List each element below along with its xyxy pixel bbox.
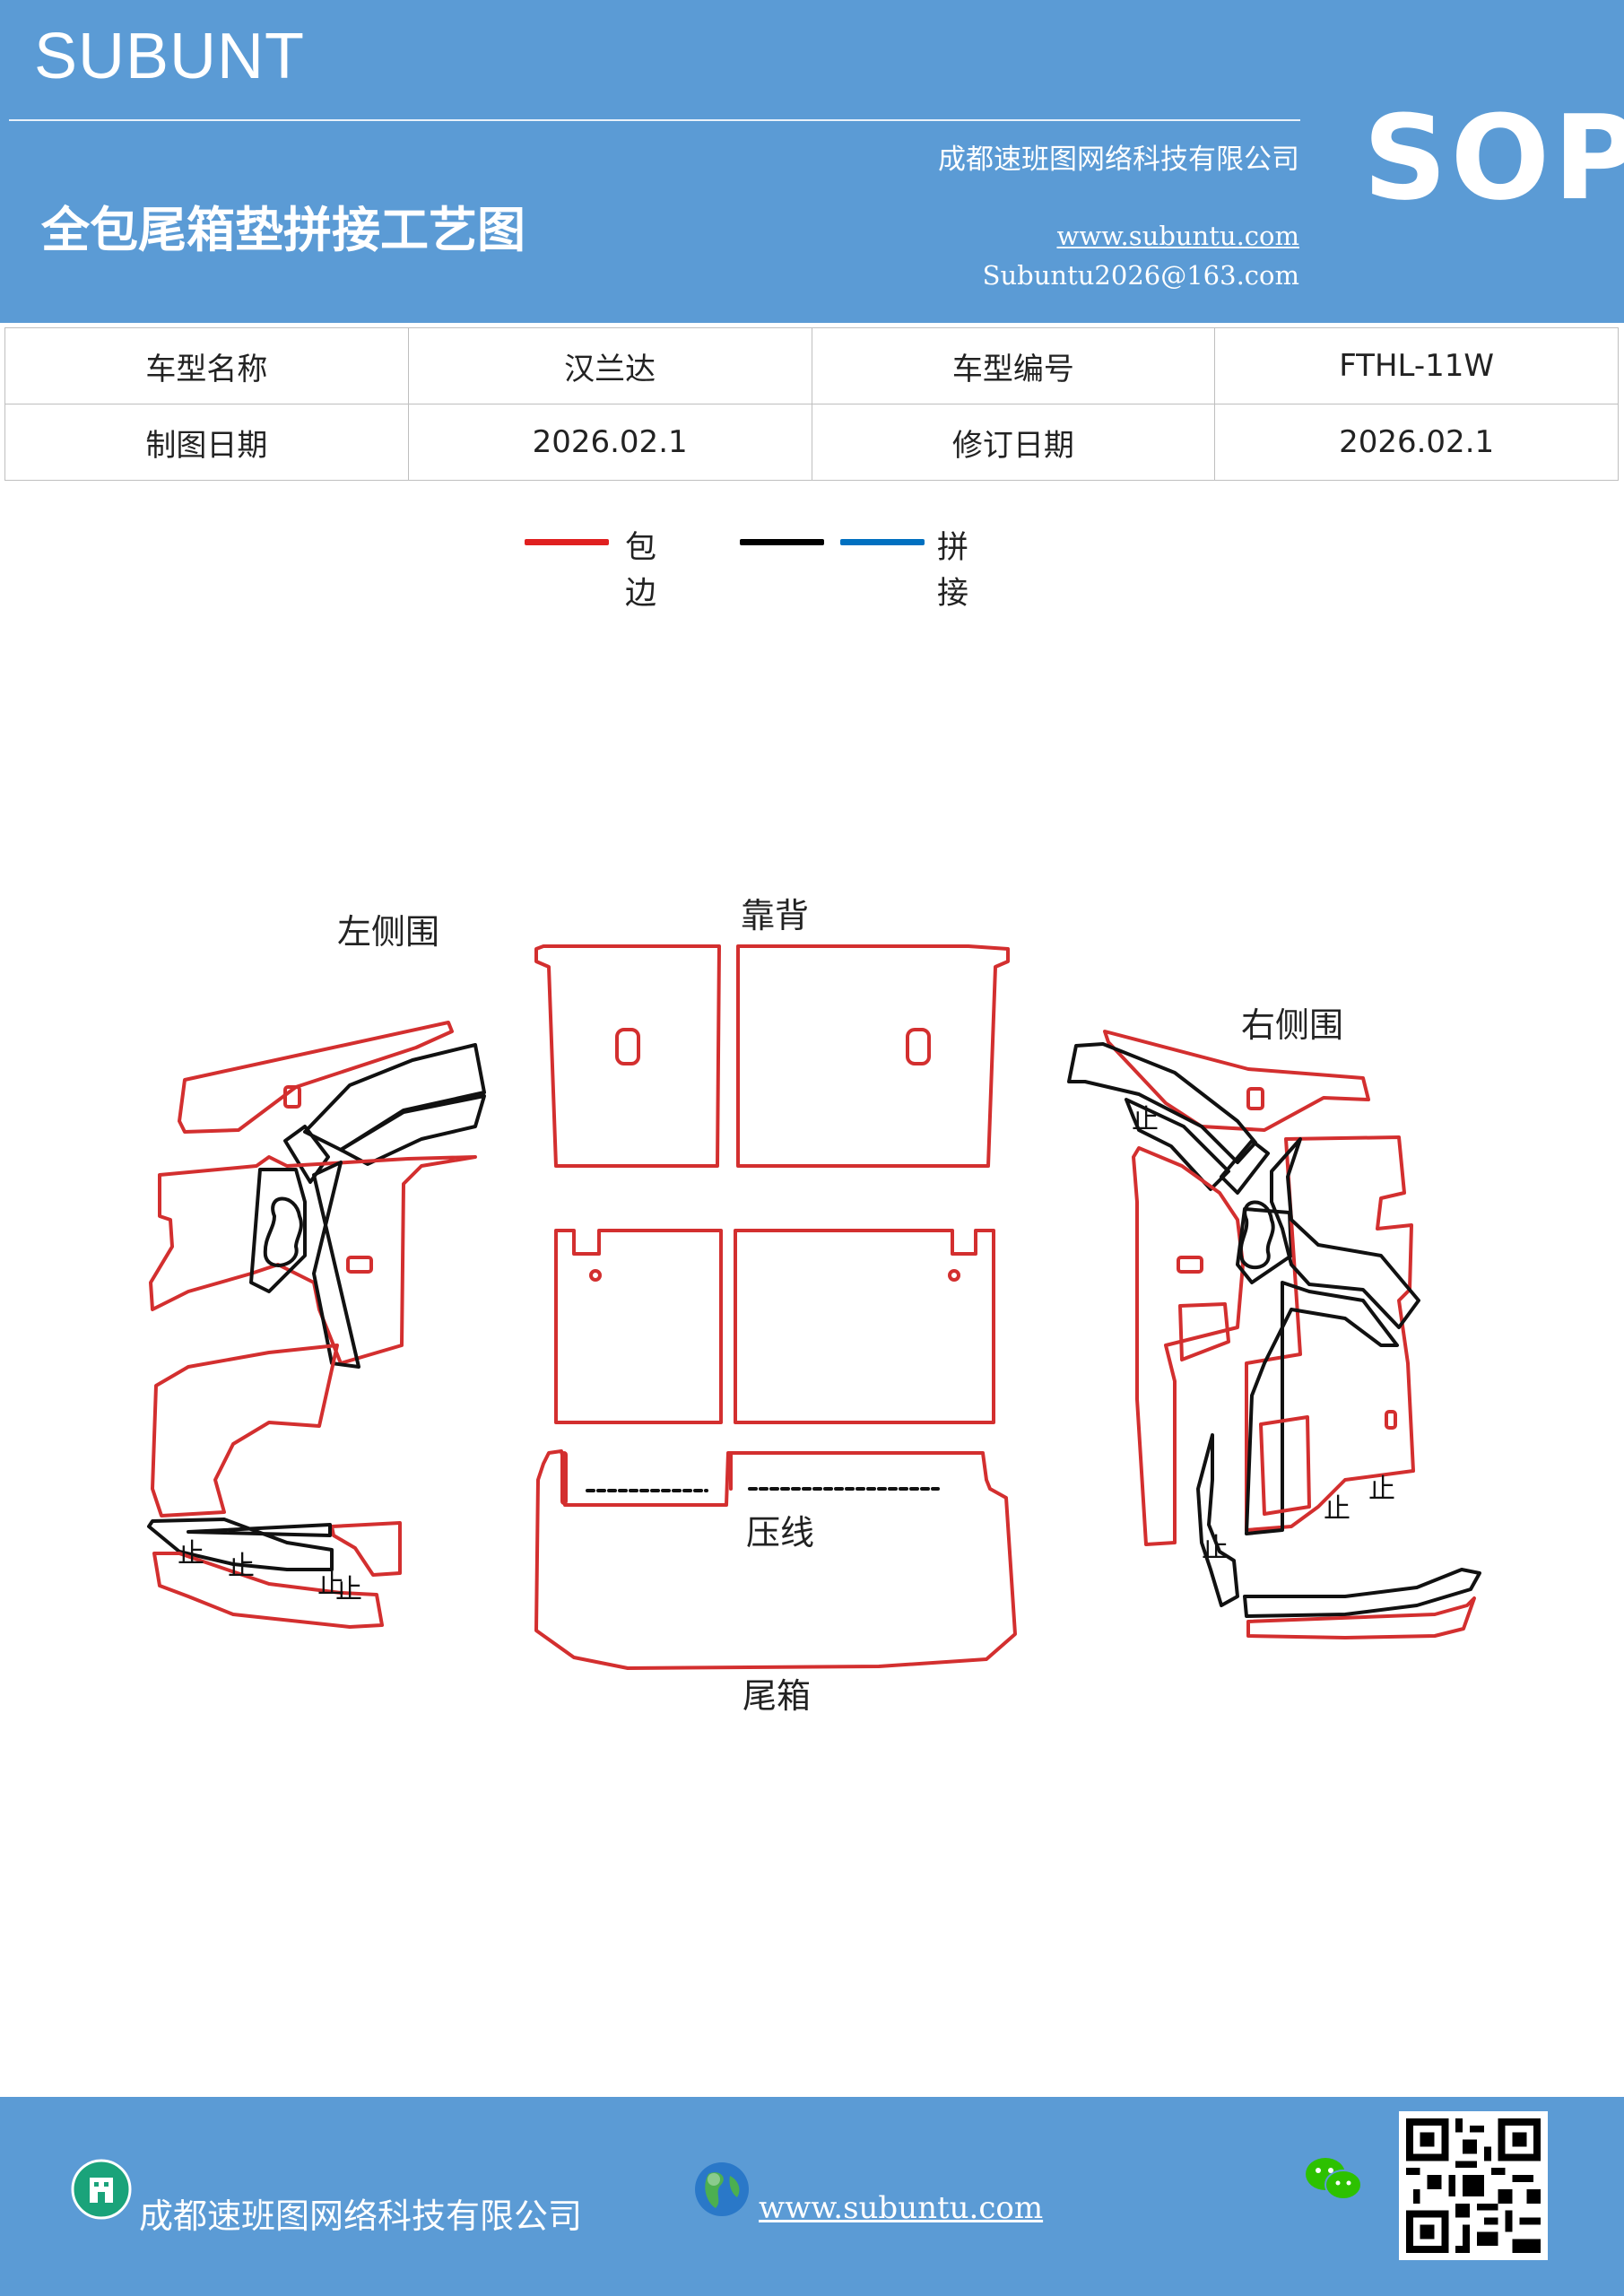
table-row: 车型名称 汉兰达 车型编号 FTHL-11W (4, 327, 1619, 404)
left-panel-group (147, 1021, 486, 1629)
table-cell: 汉兰达 (407, 327, 812, 404)
legend-seam-black-swatch (740, 539, 824, 545)
back-panel-right (736, 944, 1010, 1168)
left-slot-mid (346, 1256, 373, 1274)
legend-edge-label: 包边 (625, 530, 657, 612)
table-row: 制图日期 2026.02.1 修订日期 2026.02.1 (4, 404, 1619, 481)
stop-mark-right-3: 止 (1324, 1493, 1350, 1525)
left-main (149, 1155, 477, 1365)
seat-hole-left (589, 1269, 602, 1282)
email-address: Subuntu2026@163.com (982, 260, 1299, 291)
table-cell: 车型名称 (4, 327, 409, 404)
mat-pattern-drawing: 左侧围 靠背 右侧围 压线 尾箱 (0, 861, 1624, 1761)
crease-lines (586, 1487, 940, 1492)
stop-mark-left-4: 止 (335, 1574, 362, 1605)
right-panel-group (1067, 1030, 1481, 1639)
left-arch-lower (339, 1094, 486, 1166)
stop-mark-right-2: 止 (1202, 1533, 1229, 1564)
left-foot-flap (330, 1521, 402, 1577)
left-oval-hole (263, 1196, 303, 1267)
left-lower-panel (312, 1161, 360, 1369)
pattern-svg: 止 止 止 止 止 止 止 止 (147, 944, 1481, 1670)
right-bottom-band (1243, 1568, 1481, 1618)
table-cell: FTHL-11W (1214, 327, 1619, 404)
right-inner-seam-1 (1270, 1137, 1420, 1329)
back-panel-left (534, 944, 721, 1168)
left-slot-top (283, 1085, 301, 1109)
stop-mark-left-2: 止 (228, 1551, 255, 1582)
qr-code (1399, 2111, 1548, 2260)
stop-mark-left-3: 止 (317, 1569, 344, 1600)
stop-mark-left-1: 止 (178, 1538, 204, 1570)
right-arch-lower (1125, 1098, 1230, 1191)
stop-mark-right-1: 止 (1132, 1104, 1159, 1135)
table-cell: 修订日期 (811, 404, 1216, 481)
label-left-panel: 左侧围 (337, 912, 440, 952)
seat-hole-right (948, 1269, 960, 1282)
right-window (1178, 1302, 1230, 1361)
left-bottom-edge (152, 1552, 384, 1629)
header-divider (9, 119, 1300, 121)
table-cell: 2026.02.1 (1214, 404, 1619, 481)
right-outer-panel (1245, 1135, 1415, 1532)
right-inner-panel (1236, 1207, 1293, 1284)
stop-mark-right-4: 止 (1368, 1474, 1395, 1505)
seat-panel-left (554, 1229, 723, 1424)
right-slot-low (1385, 1410, 1397, 1430)
seat-panel-right (734, 1229, 995, 1424)
trunk-floor (534, 1449, 1017, 1670)
right-slot-top (1246, 1087, 1264, 1110)
right-inner-seam-2 (1245, 1281, 1399, 1535)
right-wheel-cut (1259, 1415, 1311, 1516)
table-cell: 2026.02.1 (407, 404, 812, 481)
stop-marks: 止 止 止 止 止 止 止 止 (178, 1104, 1395, 1605)
back-slot-right (906, 1028, 931, 1065)
globe-icon (695, 2162, 749, 2216)
brand-logo-text: SUBUNT (34, 21, 306, 92)
left-foot-flap-seam (187, 1523, 332, 1537)
sop-badge: SOP (1363, 90, 1624, 226)
website-link[interactable]: www.subuntu.com (1056, 221, 1299, 251)
vehicle-info-table: 车型名称 汉兰达 车型编号 FTHL-11W 制图日期 2026.02.1 修订… (4, 327, 1619, 481)
left-arch-upper (303, 1043, 486, 1152)
legend-seam-label: 拼接 (937, 530, 969, 612)
trunk-floor-group (534, 1449, 1017, 1670)
right-top-strip (1103, 1030, 1370, 1132)
right-lower-strip (1196, 1433, 1239, 1607)
left-top-strip (178, 1021, 454, 1134)
footer-banner: 成都速班图网络科技有限公司 www.subuntu.com (0, 2097, 1624, 2296)
footer-website-link[interactable]: www.subuntu.com (759, 2190, 1044, 2226)
legend-edge-swatch (525, 539, 609, 545)
label-crease: 压线 (746, 1513, 815, 1552)
label-trunk: 尾箱 (743, 1676, 812, 1716)
right-arch-upper (1067, 1042, 1257, 1164)
right-mid-block (1220, 1139, 1270, 1195)
table-cell: 制图日期 (4, 404, 409, 481)
right-slot-mid (1177, 1256, 1203, 1274)
right-bottom-edge (1246, 1596, 1476, 1639)
header-banner: SUBUNT 成都速班图网络科技有限公司 全包尾箱垫拼接工艺图 www.subu… (0, 0, 1624, 323)
back-panel-group (534, 944, 1010, 1424)
company-name: 成都速班图网络科技有限公司 (938, 144, 1299, 176)
back-slot-left (615, 1028, 640, 1065)
left-wheel-panel (151, 1344, 339, 1518)
label-right-panel: 右侧围 (1241, 1005, 1344, 1045)
left-mid-block (283, 1125, 330, 1184)
label-back-panel: 靠背 (741, 896, 810, 935)
right-main (1132, 1146, 1245, 1546)
left-bottom-strip (147, 1518, 334, 1571)
building-icon (71, 2159, 132, 2220)
wechat-icon (1306, 2158, 1362, 2200)
legend-seam-blue-swatch (840, 539, 925, 545)
left-inner-panel (249, 1168, 307, 1293)
table-cell: 车型编号 (811, 327, 1216, 404)
document-title: 全包尾箱垫拼接工艺图 (41, 201, 525, 258)
footer-company-name: 成都速班图网络科技有限公司 (139, 2196, 583, 2236)
